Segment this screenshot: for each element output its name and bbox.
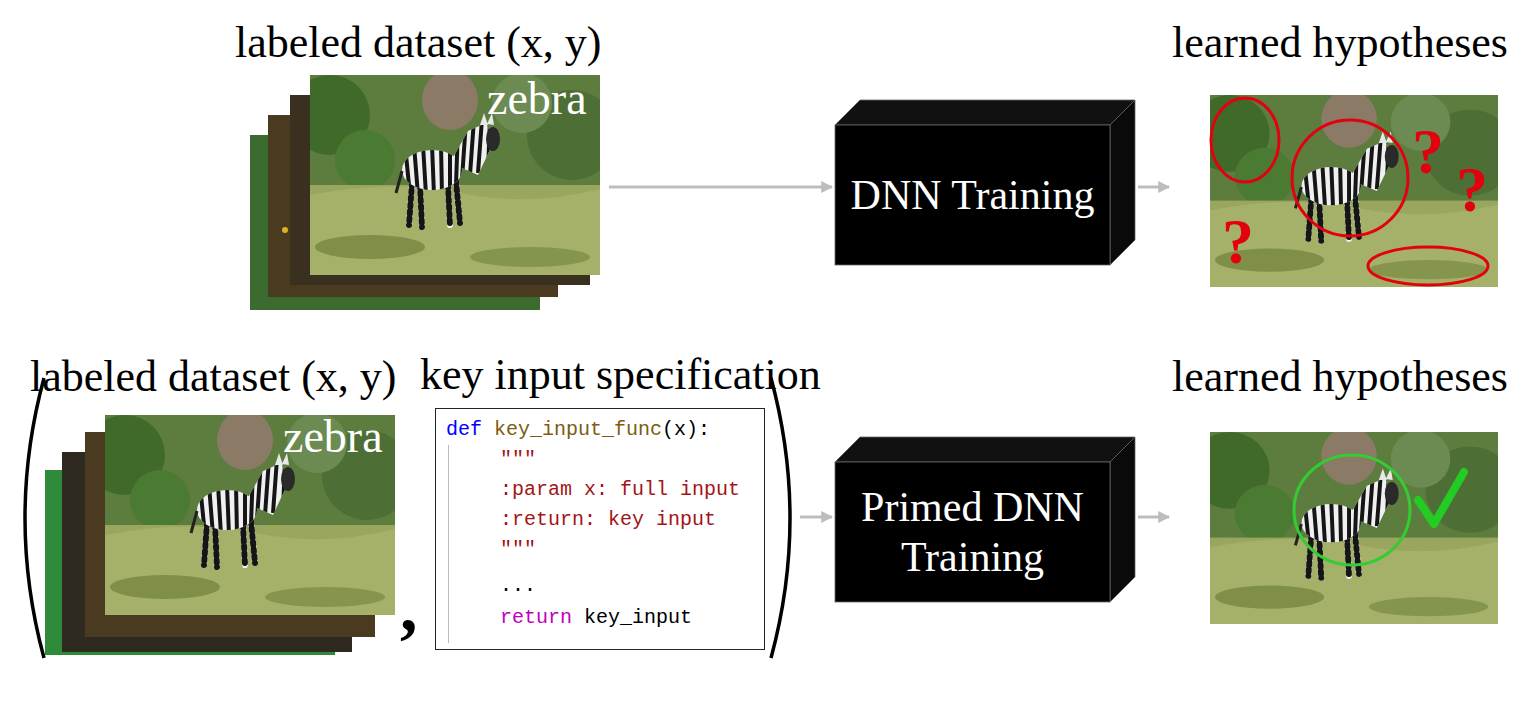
black-box — [835, 100, 1135, 265]
indent-guide — [448, 445, 449, 643]
code-token: return — [500, 605, 572, 631]
flow-arrow — [1138, 516, 1169, 519]
code-box: key input specificationdefkey_input_func… — [435, 408, 797, 652]
class-label: zebra — [487, 76, 587, 122]
code-token: """ — [500, 447, 536, 473]
bracket — [25, 378, 44, 658]
question-mark: ? — [1222, 210, 1254, 274]
code-line: """ — [500, 537, 536, 563]
code-line: :param x: full input — [500, 477, 740, 503]
box-face: DNN Training — [835, 125, 1110, 265]
code-token: :param x: full input — [500, 477, 740, 503]
code-frame: def key_input_func(x): """ :param x: full i… — [435, 408, 765, 650]
panel-heading: learned hypotheses — [1172, 352, 1508, 403]
bracket — [771, 378, 790, 658]
code-line: return key_input — [500, 605, 692, 631]
process-box: DNN Training — [835, 100, 1135, 265]
panel-heading: labeled dataset (x, y) — [235, 18, 602, 69]
flow-arrow — [609, 186, 832, 189]
code-line: """ — [500, 447, 536, 473]
code-token: :return: key input — [500, 507, 716, 533]
zebra-photo — [1190, 90, 1515, 287]
code-token: key_input — [584, 605, 692, 631]
code-token: (x): — [662, 417, 710, 443]
flow-arrow — [800, 516, 832, 519]
image-panel: learned hypotheses — [1172, 352, 1512, 627]
box-label: DNN Training — [851, 170, 1095, 220]
panel-heading: labeled dataset (x, y) — [30, 352, 397, 403]
box-label: Primed DNN Training — [845, 482, 1100, 583]
flow-arrow — [1138, 186, 1169, 189]
panel-heading: learned hypotheses — [1172, 18, 1508, 69]
panel-heading: key input specification — [420, 350, 821, 401]
code-token: """ — [500, 537, 536, 563]
code-token: key_input_func — [494, 417, 662, 443]
code-line: ... — [500, 573, 536, 599]
code-token: ... — [500, 573, 536, 599]
check-mark — [1418, 472, 1464, 524]
image-panel: labeled dataset (x, y) zebra — [235, 18, 606, 310]
attention-circles — [1211, 98, 1488, 285]
zebra-photo — [1190, 427, 1515, 624]
zebra-photo — [85, 410, 412, 615]
class-label: zebra — [283, 414, 383, 460]
code-line: def key_input_func(x): — [446, 417, 710, 443]
box-face: Primed DNN Training — [835, 462, 1110, 602]
code-line: :return: key input — [500, 507, 716, 533]
process-box: Primed DNN Training — [835, 437, 1135, 602]
image-panel: labeled dataset (x, y) zebra — [30, 352, 401, 657]
question-mark: ? — [1456, 158, 1488, 222]
separator-comma: , — [400, 572, 418, 642]
zebra-photo — [290, 70, 617, 275]
black-box — [835, 437, 1135, 602]
code-token: def — [446, 417, 482, 443]
attention-circle — [1294, 455, 1410, 565]
question-mark: ? — [1412, 120, 1444, 184]
